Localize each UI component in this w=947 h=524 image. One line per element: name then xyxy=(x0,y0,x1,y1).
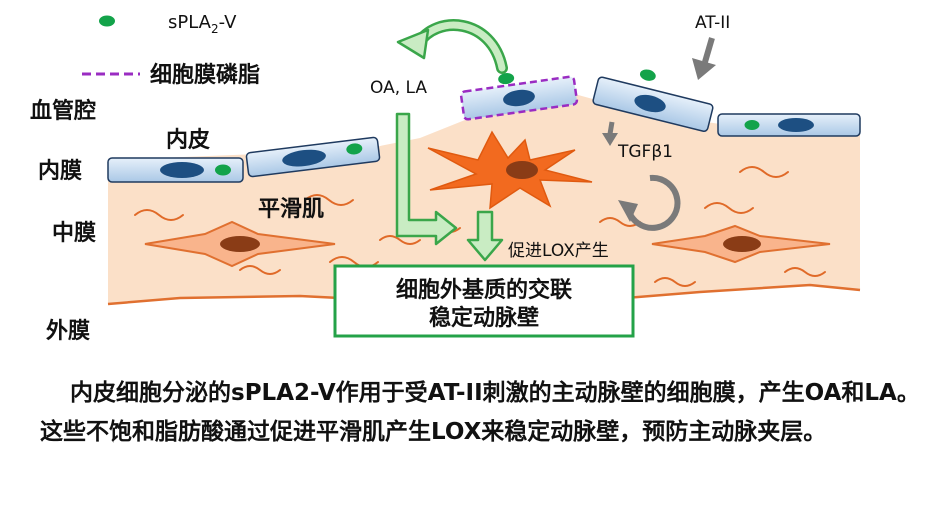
endothelium-label: 内皮 xyxy=(166,127,210,153)
lox-label: 促进LOX产生 xyxy=(508,241,609,261)
layer-lumen-label: 血管腔 xyxy=(30,98,96,124)
tgfb1-arrow xyxy=(602,121,618,146)
spla2-enzyme xyxy=(744,120,760,130)
tgfb1-label: TGFβ1 xyxy=(617,142,673,162)
legend-phospholipid-label: 细胞膜磷脂 xyxy=(150,62,260,88)
fatty-acids-label: OA, LA xyxy=(370,78,427,98)
lox-effect-arrow xyxy=(466,210,504,262)
smc-nucleus xyxy=(723,236,761,252)
activated-smooth-muscle-cell xyxy=(427,130,593,210)
smooth-muscle-cell-left xyxy=(144,220,336,268)
smc-nucleus xyxy=(220,236,260,252)
spla2-enzyme xyxy=(215,164,231,176)
legend-spla2-marker xyxy=(99,15,115,27)
endothelial-cell-1 xyxy=(107,157,244,183)
ecm-result-box xyxy=(333,264,635,338)
layer-media-label: 中膜 xyxy=(52,221,96,246)
smc-nucleus xyxy=(506,161,538,179)
spla2-enzyme xyxy=(346,143,363,155)
nucleus xyxy=(634,94,666,113)
endothelial-cell-right xyxy=(717,113,861,137)
at2-label: AT-II xyxy=(695,13,730,33)
smooth-muscle-label: 平滑肌 xyxy=(258,197,324,222)
spla2-enzyme xyxy=(639,69,656,81)
fatty-acid-flow-arrow xyxy=(395,112,458,246)
endothelial-cell-phospholipid xyxy=(459,73,579,121)
layer-adventitia-label: 外膜 xyxy=(46,318,90,344)
smooth-muscle-cell-right xyxy=(651,224,831,264)
nucleus xyxy=(160,162,204,178)
nucleus xyxy=(778,118,814,132)
release-curved-arrow xyxy=(396,19,508,74)
nucleus xyxy=(503,89,535,107)
figure-caption: 内皮细胞分泌的sPLA2-V作用于受AT-II刺激的主动脉壁的细胞膜，产生OA和… xyxy=(40,380,920,445)
autocrine-cycle-arrow xyxy=(618,174,681,231)
ecm-line-2: 稳定动脉壁 xyxy=(429,305,539,331)
layer-intima-label: 内膜 xyxy=(38,159,82,184)
endothelial-cell-at2 xyxy=(592,69,714,133)
legend-spla2-label: sPLA2-V xyxy=(168,12,237,36)
vessel-wall-tissue xyxy=(108,90,860,304)
nucleus xyxy=(282,149,326,167)
ecm-line-1: 细胞外基质的交联 xyxy=(396,277,572,303)
spla2-enzyme xyxy=(498,73,515,85)
at2-arrow xyxy=(692,37,716,80)
endothelial-cell-2 xyxy=(245,136,381,178)
